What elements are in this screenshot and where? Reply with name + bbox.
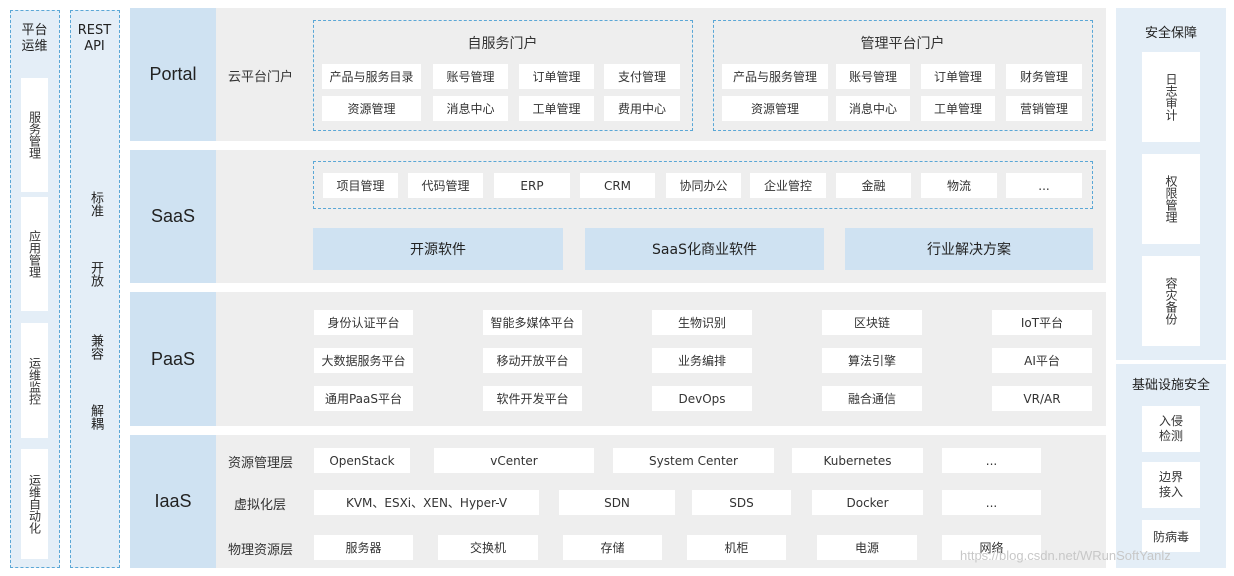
paas-service[interactable]: 软件开发平台 <box>483 386 582 411</box>
portal-layer-label: Portal <box>130 8 216 141</box>
iaas-item[interactable]: ... <box>942 490 1041 515</box>
paas-service[interactable]: 身份认证平台 <box>314 310 413 335</box>
admin-portal: 管理平台门户 产品与服务管理 账号管理 订单管理 财务管理 资源管理 消息中心 … <box>713 20 1093 131</box>
infra-security-panel: 基础设施安全 入侵 检测 边界 接入 防病毒 <box>1116 364 1226 568</box>
iaas-item[interactable]: 服务器 <box>314 535 413 560</box>
self-service-portal: 自服务门户 产品与服务目录 账号管理 订单管理 支付管理 资源管理 消息中心 工… <box>313 20 693 131</box>
security-item-disaster-backup[interactable]: 容灾备份 <box>1142 256 1200 346</box>
saas-layer-label: SaaS <box>130 150 216 283</box>
iaas-item[interactable]: SDS <box>692 490 791 515</box>
paas-service[interactable]: 大数据服务平台 <box>314 348 413 373</box>
paas-service[interactable]: 移动开放平台 <box>483 348 582 373</box>
iaas-item[interactable]: OpenStack <box>314 448 410 473</box>
paas-service[interactable]: 通用PaaS平台 <box>314 386 413 411</box>
iaas-item[interactable]: 存储 <box>563 535 662 560</box>
portal-ss-item[interactable]: 消息中心 <box>433 96 508 121</box>
infra-security-title: 基础设施安全 <box>1131 378 1210 393</box>
iaas-item[interactable]: Docker <box>812 490 923 515</box>
rest-api-decoupled: 解耦 <box>88 404 103 430</box>
rest-api-compatible: 兼容 <box>88 334 103 360</box>
iaas-item[interactable]: SDN <box>559 490 675 515</box>
portal-ss-item[interactable]: 工单管理 <box>519 96 594 121</box>
rest-api-title: REST API <box>77 23 112 54</box>
portal-admin-item[interactable]: 账号管理 <box>836 64 910 89</box>
portal-ss-item[interactable]: 资源管理 <box>322 96 421 121</box>
paas-layer <box>130 292 1106 426</box>
saas-app[interactable]: 代码管理 <box>408 173 483 198</box>
portal-ss-item[interactable]: 支付管理 <box>604 64 680 89</box>
ops-item-ops-monitor[interactable]: 运维监控 <box>21 323 48 438</box>
saas-apps-group: 项目管理 代码管理 ERP CRM 协同办公 企业管控 金融 物流 ... <box>313 161 1093 209</box>
iaas-item[interactable]: System Center <box>613 448 774 473</box>
iaas-item[interactable]: 电源 <box>817 535 917 560</box>
portal-admin-item[interactable]: 营销管理 <box>1006 96 1082 121</box>
paas-service[interactable]: 区块链 <box>822 310 922 335</box>
iaas-item[interactable]: 交换机 <box>438 535 538 560</box>
admin-portal-title: 管理平台门户 <box>860 36 945 52</box>
paas-service[interactable]: 业务编排 <box>652 348 752 373</box>
iaas-item[interactable]: 网络 <box>942 535 1041 560</box>
rest-api-column: REST API 标准 开放 兼容 解耦 <box>70 10 120 568</box>
paas-service[interactable]: 智能多媒体平台 <box>483 310 582 335</box>
watermark-text: https://blog.csdn.net/WRunSoftYanlz <box>960 548 1171 563</box>
portal-row-label: 云平台门户 <box>228 70 294 85</box>
saas-category-industry[interactable]: 行业解决方案 <box>845 228 1093 270</box>
portal-admin-item[interactable]: 产品与服务管理 <box>722 64 828 89</box>
portal-admin-item[interactable]: 订单管理 <box>921 64 995 89</box>
self-service-title: 自服务门户 <box>467 36 538 52</box>
paas-service[interactable]: 融合通信 <box>822 386 922 411</box>
paas-service[interactable]: DevOps <box>652 386 752 411</box>
portal-admin-item[interactable]: 消息中心 <box>836 96 910 121</box>
infra-item-antivirus[interactable]: 防病毒 <box>1142 520 1200 552</box>
rest-api-standard: 标准 <box>88 191 103 217</box>
iaas-item[interactable]: vCenter <box>434 448 594 473</box>
security-item-permission-mgmt[interactable]: 权限管理 <box>1142 154 1200 244</box>
saas-app[interactable]: 企业管控 <box>750 173 826 198</box>
iaas-row-label-physical: 物理资源层 <box>228 543 294 558</box>
ops-item-ops-automation[interactable]: 运维自动化 <box>21 449 48 559</box>
paas-service[interactable]: 算法引擎 <box>822 348 922 373</box>
saas-app[interactable]: 金融 <box>836 173 911 198</box>
security-item-log-audit[interactable]: 日志审计 <box>1142 52 1200 142</box>
portal-ss-item[interactable]: 产品与服务目录 <box>322 64 421 89</box>
iaas-item[interactable]: KVM、ESXi、XEN、Hyper-V <box>314 490 539 515</box>
iaas-item[interactable]: Kubernetes <box>792 448 923 473</box>
saas-category-commercial[interactable]: SaaS化商业软件 <box>585 228 824 270</box>
infra-item-intrusion-detection[interactable]: 入侵 检测 <box>1142 406 1200 452</box>
saas-category-opensource[interactable]: 开源软件 <box>313 228 563 270</box>
infra-item-boundary-access[interactable]: 边界 接入 <box>1142 462 1200 508</box>
portal-admin-item[interactable]: 资源管理 <box>722 96 828 121</box>
portal-ss-item[interactable]: 费用中心 <box>604 96 680 121</box>
saas-app[interactable]: ERP <box>494 173 570 198</box>
saas-app[interactable]: CRM <box>580 173 655 198</box>
ops-item-app-mgmt[interactable]: 应用管理 <box>21 197 48 311</box>
portal-admin-item[interactable]: 财务管理 <box>1006 64 1082 89</box>
iaas-item[interactable]: ... <box>942 448 1041 473</box>
paas-layer-label: PaaS <box>130 292 216 426</box>
saas-app[interactable]: 协同办公 <box>666 173 741 198</box>
ops-item-service-mgmt[interactable]: 服务管理 <box>21 78 48 192</box>
paas-service[interactable]: VR/AR <box>992 386 1092 411</box>
security-title: 安全保障 <box>1144 26 1197 41</box>
iaas-row-label-resource-mgmt: 资源管理层 <box>228 456 294 471</box>
portal-admin-item[interactable]: 工单管理 <box>921 96 995 121</box>
paas-service[interactable]: AI平台 <box>992 348 1092 373</box>
saas-app[interactable]: ... <box>1006 173 1082 198</box>
platform-ops-column: 平台 运维 服务管理 应用管理 运维监控 运维自动化 <box>10 10 60 568</box>
iaas-layer-label: IaaS <box>130 435 216 568</box>
security-panel: 安全保障 日志审计 权限管理 容灾备份 <box>1116 8 1226 360</box>
paas-service[interactable]: 生物识别 <box>652 310 752 335</box>
rest-api-open: 开放 <box>88 261 103 287</box>
platform-ops-title: 平台 运维 <box>21 23 48 54</box>
portal-ss-item[interactable]: 账号管理 <box>433 64 508 89</box>
saas-app[interactable]: 物流 <box>921 173 997 198</box>
paas-service[interactable]: IoT平台 <box>992 310 1092 335</box>
portal-ss-item[interactable]: 订单管理 <box>519 64 594 89</box>
saas-app[interactable]: 项目管理 <box>323 173 398 198</box>
iaas-item[interactable]: 机柜 <box>687 535 786 560</box>
iaas-row-label-virtualization: 虚拟化层 <box>234 498 287 513</box>
